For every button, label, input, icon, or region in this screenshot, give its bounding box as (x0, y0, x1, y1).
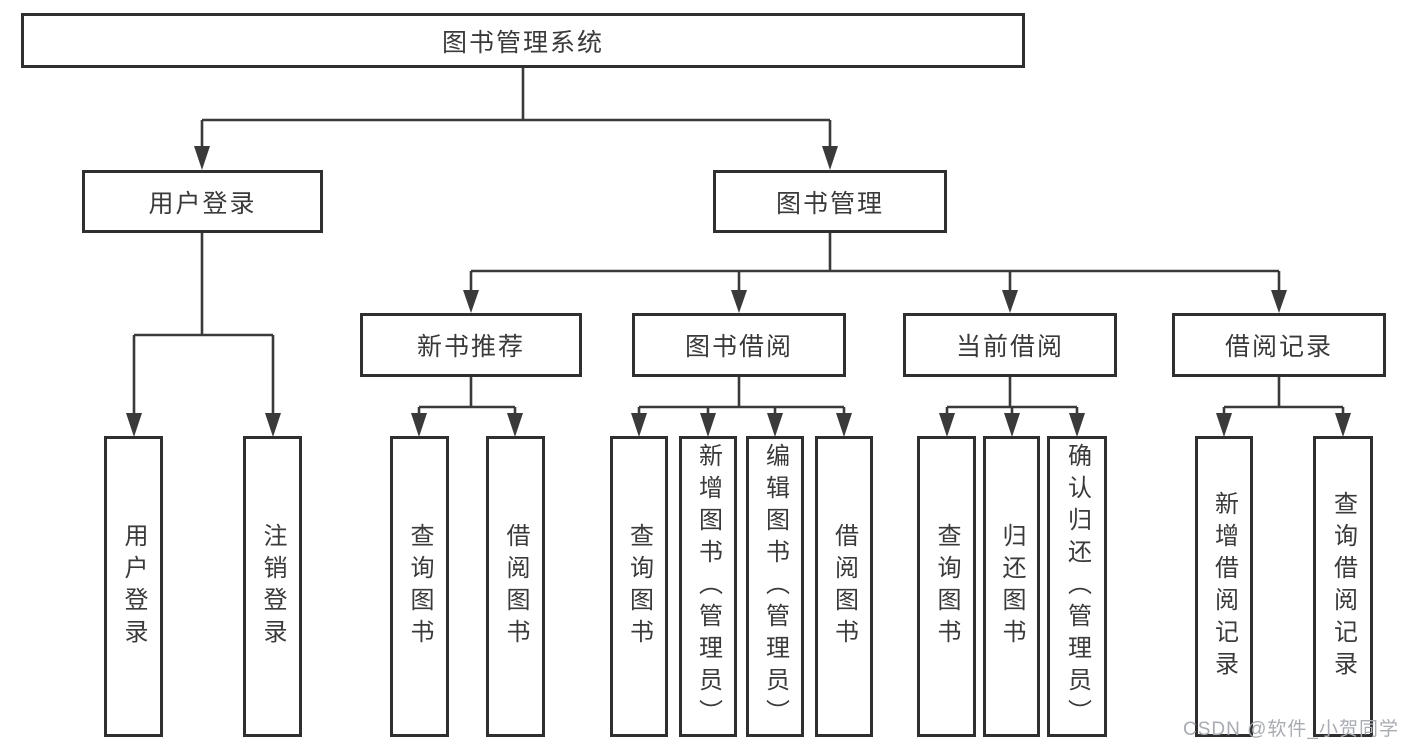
leaf-return-books: 归还图书 (983, 436, 1040, 737)
connector-new-book-recommend-to-leaves (417, 377, 517, 414)
arrowhead-icon (1271, 290, 1287, 313)
arrowhead-icon (700, 413, 716, 437)
arrowhead-icon (1335, 413, 1351, 437)
arrowhead-icon (411, 413, 427, 437)
node-borrowing-records: 借阅记录 (1172, 313, 1386, 377)
leaf-borrow-books-recommend: 借阅图书 (486, 436, 545, 737)
connector-book-borrowing-to-leaves (637, 377, 846, 414)
leaf-query-books-recommend: 查询图书 (390, 436, 449, 737)
arrowhead-icon (731, 290, 747, 313)
arrowhead-icon (126, 413, 142, 437)
arrowhead-icon (939, 413, 955, 437)
arrowhead-icon (194, 146, 210, 170)
watermark: CSDN @软件_小贺同学 (1183, 719, 1399, 740)
node-book-management: 图书管理 (713, 170, 947, 233)
arrowhead-icon (1216, 413, 1232, 437)
arrowhead-icon (463, 290, 479, 313)
arrowhead-icon (1069, 413, 1085, 437)
leaf-edit-books-admin: 编辑图书（管理员） (746, 436, 804, 737)
arrowhead-icon (631, 413, 647, 437)
connector-current-borrowing-to-leaves (945, 377, 1079, 414)
arrowhead-icon (1002, 290, 1018, 313)
leaf-query-books-current: 查询图书 (917, 436, 976, 737)
arrowhead-icon (767, 413, 783, 437)
arrowhead-icon (1004, 413, 1020, 437)
node-book-borrowing: 图书借阅 (632, 313, 846, 377)
leaf-query-books-borrowing: 查询图书 (610, 436, 668, 737)
arrowhead-icon (507, 413, 523, 437)
node-root-library-management-system: 图书管理系统 (21, 13, 1025, 68)
leaf-logout: 注销登录 (243, 436, 302, 737)
connector-borrowing-records-to-leaves (1222, 377, 1345, 414)
connector-book-management-to-level3 (469, 233, 1281, 291)
node-user-login: 用户登录 (82, 170, 323, 233)
arrowhead-icon (836, 413, 852, 437)
arrowhead-icon (265, 413, 281, 437)
connector-root-to-level2 (200, 68, 832, 148)
leaf-query-borrowing-record: 查询借阅记录 (1313, 436, 1373, 737)
leaf-user-login: 用户登录 (104, 436, 163, 737)
arrowhead-icon (822, 146, 838, 170)
node-new-book-recommend: 新书推荐 (360, 313, 582, 377)
leaf-add-borrowing-record: 新增借阅记录 (1195, 436, 1253, 737)
leaf-add-books-admin: 新增图书（管理员） (679, 436, 737, 737)
leaf-confirm-return-admin: 确认归还（管理员） (1047, 436, 1107, 737)
leaf-borrow-books-borrowing: 借阅图书 (815, 436, 873, 737)
node-current-borrowing: 当前借阅 (903, 313, 1117, 377)
connector-user-login-to-leaves (132, 233, 275, 414)
